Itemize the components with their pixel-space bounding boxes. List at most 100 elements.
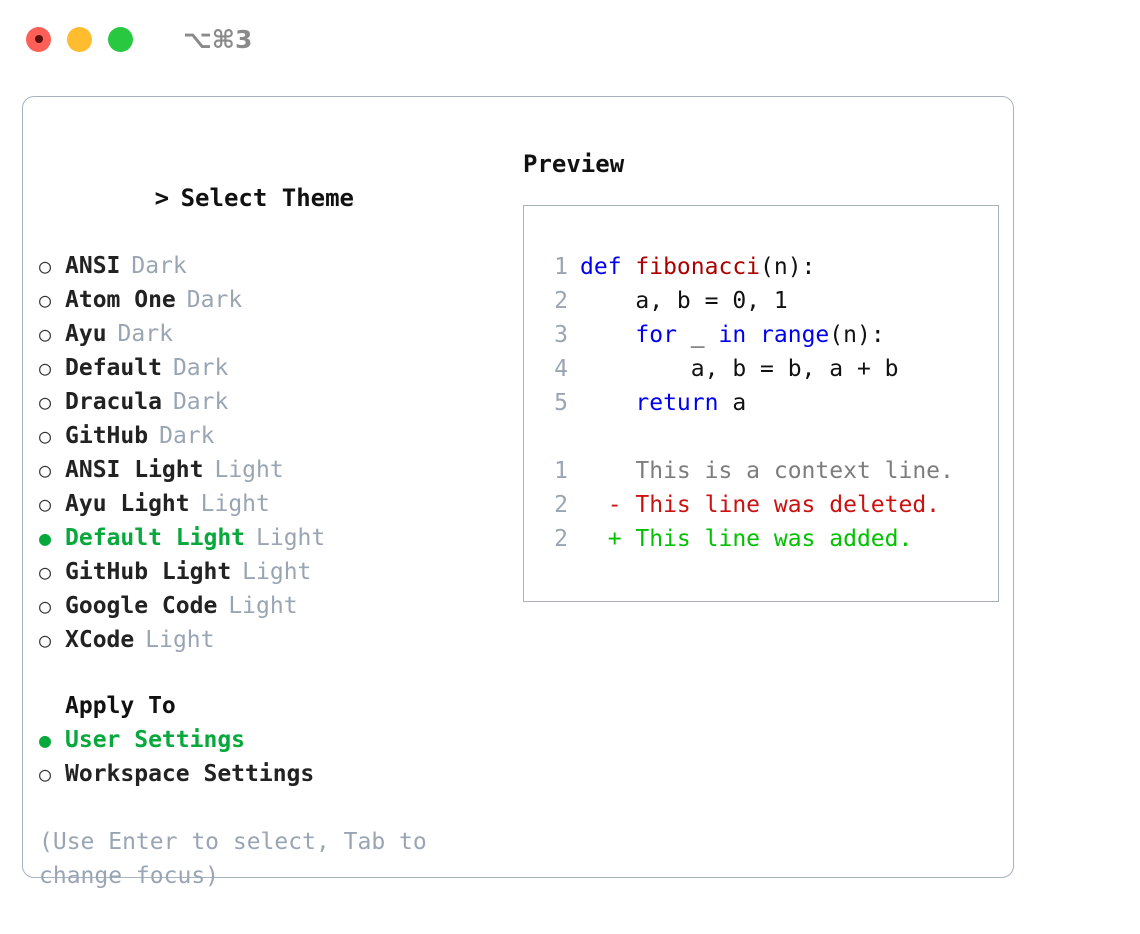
radio-unselected-icon: ○	[39, 458, 52, 482]
radio-unselected-icon: ○	[39, 254, 52, 278]
theme-name-label: ANSI Light	[65, 457, 204, 483]
code-token: in	[718, 322, 761, 348]
close-button[interactable]	[26, 26, 51, 52]
diff-line-text: - This line was deleted.	[580, 492, 941, 518]
theme-name-label: Ayu	[65, 321, 107, 347]
theme-name-label: Dracula	[65, 389, 162, 415]
theme-kind-badge: Light	[256, 525, 326, 551]
code-line-text: def fibonacci(n):	[580, 250, 815, 284]
code-line: 2 a, b = 0, 1	[542, 284, 998, 318]
maximize-button[interactable]	[108, 26, 133, 52]
theme-name-label: GitHub	[65, 423, 149, 449]
line-number: 1	[554, 254, 568, 280]
theme-list-item[interactable]: ○ GitHub Dark	[39, 419, 499, 453]
code-line-text: for _ in range(n):	[580, 318, 885, 352]
code-diff-separator	[542, 420, 998, 454]
diff-line: 2 + This line was added.	[542, 522, 998, 556]
code-line: 1 def fibonacci(n):	[542, 250, 998, 284]
theme-name-label: Default	[65, 355, 162, 381]
radio-unselected-icon: ○	[39, 288, 52, 312]
diff-sample: 1 This is a context line.2 - This line w…	[542, 454, 998, 556]
select-theme-heading: > Select Theme	[39, 147, 499, 249]
radio-unselected-icon: ○	[39, 594, 52, 618]
radio-unselected-icon: ○	[39, 628, 52, 652]
keyboard-hint-text: (Use Enter to select, Tab to change focu…	[39, 829, 441, 889]
code-line: 5 return a	[542, 386, 998, 420]
line-number: 5	[554, 390, 568, 416]
code-token: return	[580, 390, 733, 416]
code-token: (n):	[760, 254, 816, 280]
theme-list-item[interactable]: ○ Google Code Light	[39, 589, 499, 623]
code-line: 3 for _ in range(n):	[542, 318, 998, 352]
apply-to-option[interactable]: ●User Settings	[39, 723, 499, 757]
theme-kind-badge: Dark	[117, 321, 173, 347]
line-number: 2	[554, 526, 568, 552]
radio-unselected-icon: ○	[39, 390, 52, 414]
window-titlebar: ⌥⌘3	[0, 0, 1140, 78]
window-controls	[26, 26, 133, 52]
diff-line-text: + This line was added.	[580, 526, 913, 552]
theme-list-item[interactable]: ● Default Light Light	[39, 521, 499, 555]
select-theme-heading-label: Select Theme	[180, 184, 354, 212]
theme-list-item[interactable]: ○ Dracula Dark	[39, 385, 499, 419]
code-token: (n):	[829, 322, 885, 348]
theme-kind-badge: Dark	[159, 423, 215, 449]
code-token: fibonacci	[635, 254, 761, 280]
radio-selected-icon: ●	[39, 728, 52, 752]
apply-to-option-list: ●User Settings ○ Workspace Settings	[39, 723, 499, 791]
theme-kind-badge: Dark	[172, 389, 229, 415]
minimize-button[interactable]	[67, 26, 92, 52]
prompt-caret-icon: >	[154, 184, 170, 212]
code-line-text: a, b = b, a + b	[580, 352, 899, 386]
code-token: def	[580, 254, 636, 280]
theme-kind-badge: Light	[242, 559, 312, 585]
diff-line: 1 This is a context line.	[542, 454, 998, 488]
theme-kind-badge: Light	[228, 593, 298, 619]
code-line-text: return a	[580, 386, 746, 420]
line-number: 1	[554, 458, 568, 484]
theme-list-item[interactable]: ○ GitHub Light Light	[39, 555, 499, 589]
code-token: _	[690, 322, 719, 348]
theme-name-label: Atom One	[65, 287, 176, 313]
code-token: a, b = 0, 1	[580, 288, 788, 314]
radio-unselected-icon: ○	[39, 356, 52, 380]
code-token: a	[732, 390, 747, 416]
theme-list-item[interactable]: ○ Atom One Dark	[39, 283, 499, 317]
theme-kind-badge: Dark	[186, 287, 243, 313]
apply-to-heading: Apply To	[65, 693, 176, 719]
diff-line-text: This is a context line.	[580, 458, 954, 484]
radio-unselected-icon: ○	[39, 322, 52, 346]
line-number: 4	[554, 356, 568, 382]
apply-to-option-label: Workspace Settings	[65, 761, 315, 787]
theme-list-item[interactable]: ○ Ayu Dark	[39, 317, 499, 351]
preview-heading: Preview	[523, 150, 625, 178]
radio-unselected-icon: ○	[39, 424, 52, 448]
theme-name-label: Default Light	[65, 525, 246, 551]
theme-name-label: ANSI	[65, 253, 121, 279]
theme-name-label: GitHub Light	[65, 559, 232, 585]
code-line: 4 a, b = b, a + b	[542, 352, 998, 386]
radio-unselected-icon: ○	[39, 560, 52, 584]
line-number: 3	[554, 322, 568, 348]
radio-selected-icon: ●	[39, 526, 52, 550]
theme-kind-badge: Light	[145, 627, 215, 653]
theme-name-label: Google Code	[65, 593, 218, 619]
code-line-text: a, b = 0, 1	[580, 284, 788, 318]
radio-unselected-icon: ○	[39, 762, 52, 786]
code-token: for	[580, 322, 691, 348]
keyboard-shortcut-label: ⌥⌘3	[183, 24, 253, 54]
apply-to-option[interactable]: ○ Workspace Settings	[39, 757, 499, 791]
diff-line: 2 - This line was deleted.	[542, 488, 998, 522]
code-token: a, b = b, a + b	[580, 356, 899, 382]
theme-name-label: Ayu Light	[65, 491, 190, 517]
